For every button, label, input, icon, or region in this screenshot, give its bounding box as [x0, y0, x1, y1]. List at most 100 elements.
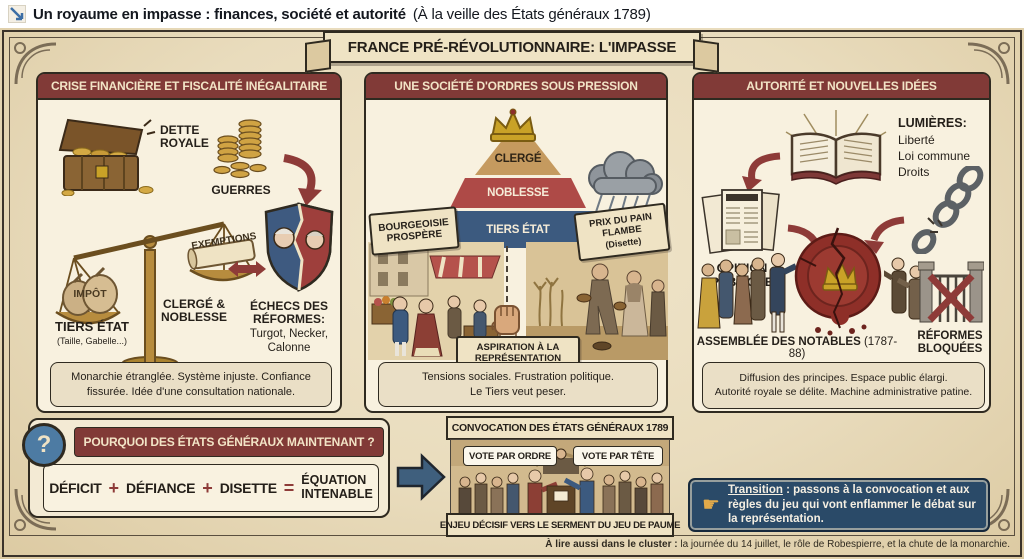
notables-years: (1787-88): [788, 336, 898, 360]
guerres-label: GUERRES: [211, 183, 271, 197]
impot-label: IMPÔT: [73, 288, 107, 300]
equals-icon: =: [283, 478, 295, 498]
shield-reformers-icon: [264, 202, 334, 293]
aspiration-label-2: REPRÉSENTATION: [474, 353, 562, 364]
bourgeoisie-sign: BOURGEOISIE PROSPÈRE: [368, 206, 460, 256]
equation-result: ÉQUATION INTENABLE: [301, 473, 373, 502]
infographic-canvas: FRANCE PRÉ-RÉVOLUTIONNAIRE: L'IMPASSE CR…: [0, 28, 1024, 559]
pyramid-clerge: CLERGÉ: [475, 142, 561, 175]
why-panel: ? POURQUOI DES ÉTATS GÉNÉRAUX MAINTENANT…: [22, 418, 390, 518]
panel-finance-title: CRISE FINANCIÈRE ET FISCALITÉ INÉGALITAI…: [50, 79, 328, 93]
panel-societe-header: UNE SOCIÉTÉ D'ORDRES SOUS PRESSION: [366, 74, 666, 100]
transition-body: : passons à la convocation et aux règles…: [727, 483, 976, 526]
coin-stacks-icon: [213, 119, 267, 179]
equation-term-defiance: DÉFIANCE: [126, 480, 196, 496]
panel-autorite-header: AUTORITÉ ET NOUVELLES IDÉES: [694, 74, 989, 100]
clerge-noblesse-label: CLERGÉ & NOBLESSE: [160, 297, 227, 325]
autorite-summary-line2: Autorité royale se délite. Machine admin…: [714, 385, 973, 398]
crown-icon: [490, 108, 536, 142]
ribbon-tail: [305, 39, 331, 73]
blue-arrow-right-icon: [396, 453, 446, 501]
corner-flourish-icon: [967, 42, 1010, 85]
autorite-summary-box: Diffusion des principes. Espace public é…: [702, 362, 985, 409]
why-header-banner: POURQUOI DES ÉTATS GÉNÉRAUX MAINTENANT ?: [74, 427, 384, 457]
panel-autorite: AUTORITÉ ET NOUVELLES IDÉES LUMIÈRES: Li…: [692, 72, 991, 413]
ribbon-tail: [693, 39, 719, 73]
footer-text: la journée du 14 juillet, le rôle de Rob…: [677, 539, 1010, 550]
lumieres-item: Droits: [898, 165, 930, 180]
broken-chain-icon: [911, 166, 984, 254]
tiers-etat-label: TIERS ÉTAT: [55, 319, 129, 334]
transition-label: Transition: [727, 483, 783, 496]
societe-summary-box: Tensions sociales. Frustration politique…: [378, 362, 658, 407]
pyramid-noblesse-label: NOBLESSE: [487, 187, 549, 199]
echecs-reformes-names: Turgot, Necker, Calonne: [249, 328, 329, 354]
red-arrow-right-icon: [864, 216, 905, 254]
vote-par-tete-label: VOTE PAR TÊTE: [581, 450, 655, 462]
equation-result-line2: INTENABLE: [301, 487, 373, 501]
tiers-etat-sublabel: (Taille, Gabelle...): [56, 336, 128, 346]
notables-label: ASSEMBLÉE DES NOTABLES (1787-88): [694, 336, 900, 360]
echecs-reformes-label: ÉCHECS DES RÉFORMES:: [249, 299, 329, 327]
page-title-bar: Un royaume en impasse : finances, sociét…: [0, 0, 1024, 28]
panel-societe-title: UNE SOCIÉTÉ D'ORDRES SOUS PRESSION: [394, 79, 638, 93]
pyramid-noblesse: NOBLESSE: [450, 178, 586, 208]
pyramid-clerge-label: CLERGÉ: [494, 152, 542, 165]
panel-finance: CRISE FINANCIÈRE ET FISCALITÉ INÉGALITAI…: [36, 72, 342, 413]
page-title: Un royaume en impasse : finances, sociét…: [33, 5, 406, 23]
red-arrow-down-icon: [283, 154, 322, 206]
convocation-block: CONVOCATION DES ÉTATS GÉNÉRAUX 1789: [440, 416, 680, 537]
pointing-finger-icon: ☛: [702, 494, 720, 516]
panel-finance-header: CRISE FINANCIÈRE ET FISCALITÉ INÉGALITAI…: [38, 74, 340, 100]
royal-seal-cracked-icon: [794, 227, 882, 336]
aspiration-label-1: ASPIRATION À LA: [476, 342, 560, 354]
lumieres-item: Loi commune: [898, 149, 971, 164]
autorite-summary-line1: Diffusion des principes. Espace public é…: [739, 371, 948, 384]
balance-scale-icon: [55, 221, 257, 372]
equation-box: DÉFICIT + DÉFIANCE + DISETTE = ÉQUATION …: [43, 464, 379, 512]
equation-term-disette: DISETTE: [219, 480, 277, 496]
finance-summary-box: Monarchie étranglée. Système injuste. Co…: [50, 362, 332, 407]
reformes-line1: RÉFORMES: [917, 330, 983, 342]
bourgeoisie-label: BOURGEOISIE PROSPÈRE: [377, 216, 450, 245]
reformes-line2: BLOQUÉES: [917, 342, 983, 355]
vote-par-ordre-label: VOTE PAR ORDRE: [468, 450, 551, 462]
transition-text: Transition : passons à la convocation et…: [728, 483, 978, 528]
treasure-chest-icon: [58, 118, 156, 196]
corner-flourish-icon: [14, 42, 57, 85]
page-title-suffix: (À la veille des États généraux 1789): [412, 5, 651, 23]
question-icon: ?: [22, 423, 66, 467]
footer-prefix: À lire aussi dans le cluster :: [545, 539, 678, 550]
dette-royale-label: DETTE ROYALE: [160, 123, 209, 151]
reformes-bloquees-label: RÉFORMES BLOQUÉES: [910, 330, 990, 356]
footer-note: À lire aussi dans le cluster : la journé…: [545, 539, 1010, 550]
lumieres-title: LUMIÈRES:: [898, 116, 967, 130]
double-arrow-icon: [228, 261, 266, 277]
panel-societe: UNE SOCIÉTÉ D'ORDRES SOUS PRESSION CLERG…: [364, 72, 671, 413]
equation-term-deficit: DÉFICIT: [49, 480, 102, 496]
enlightenment-book-icon: [785, 110, 887, 185]
convocation-bottom-banner: ENJEU DÉCISIF VERS LE SERMENT DU JEU DE …: [440, 513, 680, 537]
blocked-gate-icon: [918, 261, 984, 323]
societe-summary-line1: Tensions sociales. Frustration politique…: [422, 371, 614, 384]
societe-summary-line2: Le Tiers veut peser.: [470, 385, 566, 398]
notables-text: ASSEMBLÉE DES NOTABLES: [696, 336, 861, 348]
enjeu-decisif-label: ENJEU DÉCISIF VERS LE SERMENT DU JEU DE …: [439, 519, 681, 531]
main-ribbon-banner: FRANCE PRÉ-RÉVOLUTIONNAIRE: L'IMPASSE: [305, 31, 719, 73]
notables-crowd: [697, 253, 796, 333]
scene-divider: [506, 246, 508, 332]
main-banner-title: FRANCE PRÉ-RÉVOLUTIONNAIRE: L'IMPASSE: [347, 38, 677, 56]
finance-summary-text: Monarchie étranglée. Système injuste. Co…: [71, 371, 311, 398]
red-arrow-to-press-icon: [742, 152, 781, 192]
convocation-title-banner: CONVOCATION DES ÉTATS GÉNÉRAUX 1789: [446, 416, 674, 440]
panel-autorite-title: AUTORITÉ ET NOUVELLES IDÉES: [746, 79, 937, 93]
lumieres-item: Liberté: [898, 133, 935, 147]
vote-par-ordre-bubble: VOTE PAR ORDRE: [463, 446, 557, 466]
lumieres-list: Liberté Loi commune Droits: [898, 132, 990, 181]
plus-icon: +: [202, 478, 213, 498]
why-header-text: POURQUOI DES ÉTATS GÉNÉRAUX MAINTENANT ?: [83, 435, 375, 449]
vote-par-tete-bubble: VOTE PAR TÊTE: [573, 446, 663, 466]
transition-box: ☛ Transition : passons à la convocation …: [688, 478, 990, 532]
chart-down-icon: [8, 5, 26, 23]
plus-icon: +: [108, 478, 120, 498]
